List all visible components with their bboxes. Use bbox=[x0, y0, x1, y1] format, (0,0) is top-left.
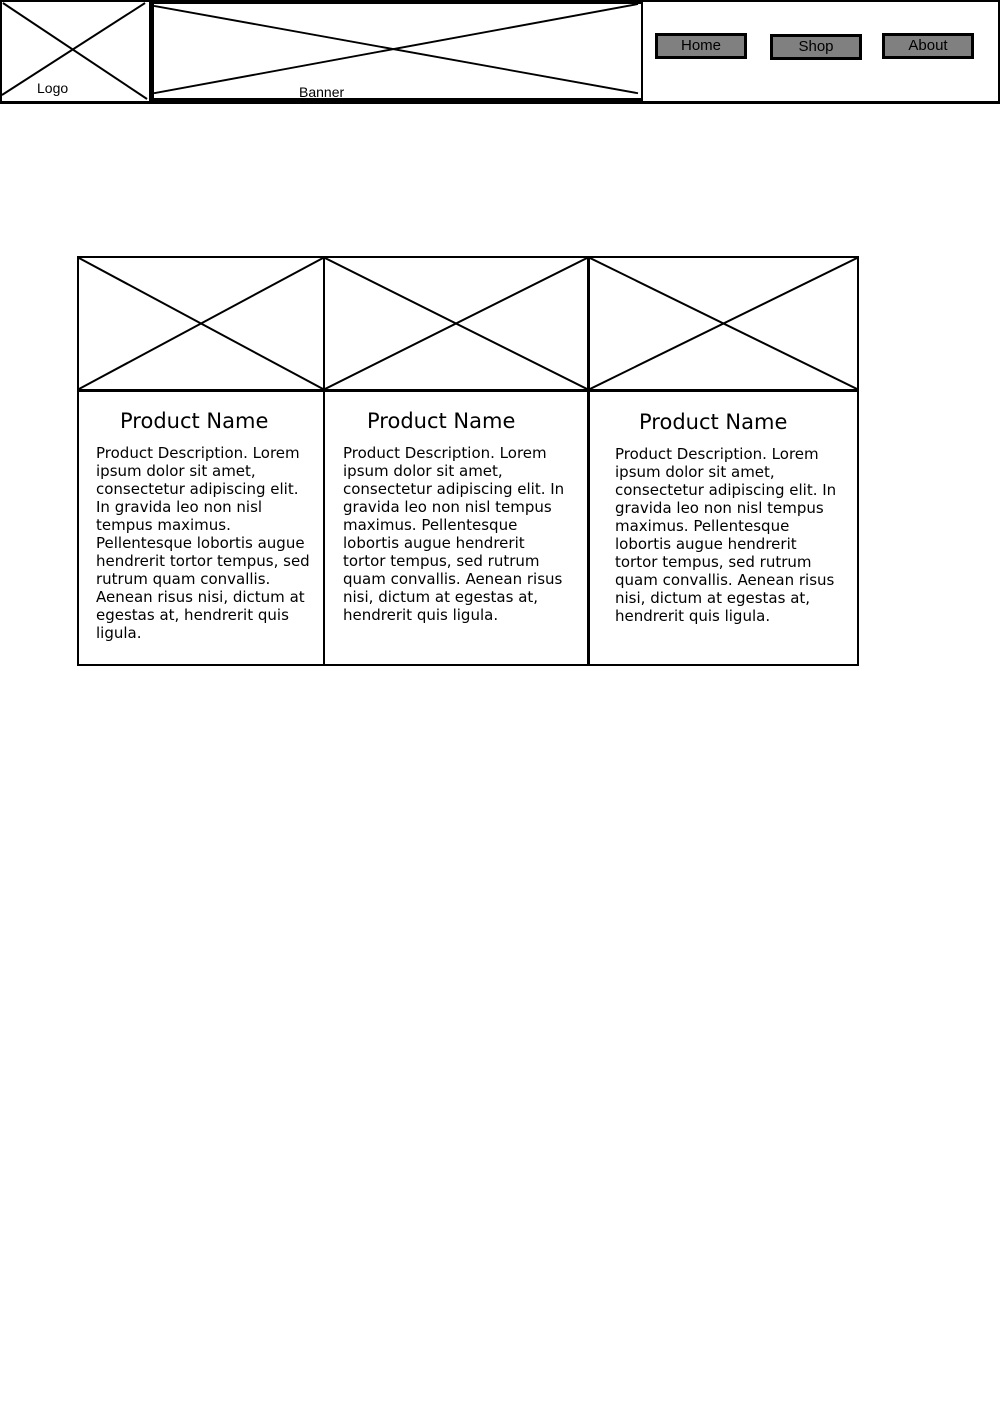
image-placeholder-icon bbox=[590, 258, 857, 389]
product-name[interactable]: Product Name bbox=[367, 409, 516, 433]
image-placeholder-icon bbox=[325, 258, 587, 389]
banner-image-placeholder bbox=[152, 2, 643, 101]
product-card[interactable]: Product Name Product Description. Lorem … bbox=[588, 256, 859, 666]
header bbox=[0, 0, 1000, 104]
product-description: Product Description. Lorem ipsum dolor s… bbox=[96, 444, 310, 642]
product-card[interactable]: Product Name Product Description. Lorem … bbox=[77, 256, 325, 666]
product-image-placeholder[interactable] bbox=[79, 258, 323, 392]
image-placeholder-icon bbox=[79, 258, 323, 389]
product-description: Product Description. Lorem ipsum dolor s… bbox=[615, 445, 837, 625]
product-card[interactable]: Product Name Product Description. Lorem … bbox=[323, 256, 589, 666]
product-image-placeholder[interactable] bbox=[325, 258, 587, 392]
product-description: Product Description. Lorem ipsum dolor s… bbox=[343, 444, 565, 624]
product-image-placeholder[interactable] bbox=[590, 258, 857, 392]
image-placeholder-icon bbox=[154, 4, 639, 95]
image-placeholder-icon bbox=[1, 2, 148, 100]
logo-image-placeholder[interactable] bbox=[0, 0, 152, 101]
banner-label: Banner bbox=[299, 84, 345, 100]
product-grid: Product Name Product Description. Lorem … bbox=[77, 256, 859, 667]
product-name[interactable]: Product Name bbox=[639, 410, 788, 434]
product-name[interactable]: Product Name bbox=[120, 409, 269, 433]
logo-label: Logo bbox=[37, 80, 69, 96]
nav-about-button[interactable]: About bbox=[882, 33, 974, 59]
nav-shop-button[interactable]: Shop bbox=[770, 34, 862, 60]
nav-home-button[interactable]: Home bbox=[655, 33, 747, 59]
